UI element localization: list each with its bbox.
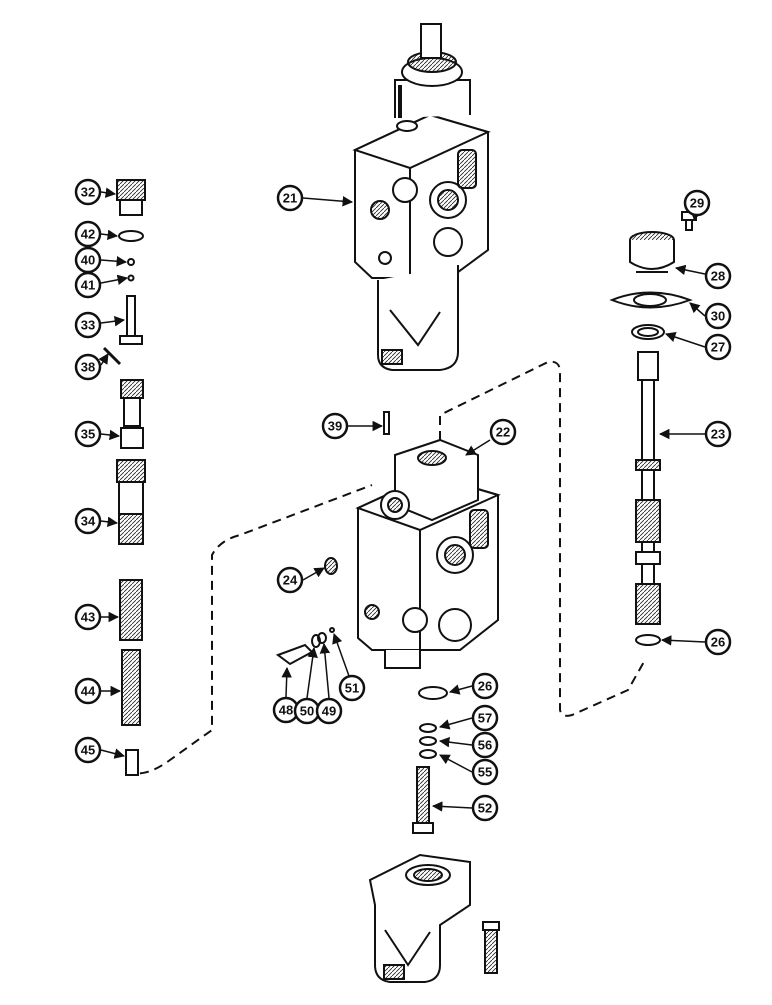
callout-51: 51	[338, 674, 366, 702]
valve-end-cover	[368, 853, 500, 983]
callout-34: 34	[74, 507, 102, 535]
valve-section-middle	[355, 438, 501, 669]
callout-49: 49	[315, 697, 343, 725]
small-middle-parts	[275, 411, 448, 834]
callout-text: 56	[478, 738, 492, 753]
callout-28: 28	[704, 262, 732, 290]
callout-text: 42	[81, 227, 95, 242]
callout-text: 32	[81, 185, 95, 200]
callout-text: 40	[81, 253, 95, 268]
callout-text: 45	[81, 743, 95, 758]
callout-text: 52	[478, 801, 492, 816]
callout-23: 23	[704, 420, 732, 448]
callout-57: 57	[471, 704, 499, 732]
callout-text: 29	[690, 196, 704, 211]
callout-text: 27	[711, 340, 725, 355]
callout-56: 56	[471, 731, 499, 759]
callout-text: 28	[711, 269, 725, 284]
callout-24: 24	[276, 566, 304, 594]
callout-text: 21	[283, 191, 297, 206]
callout-text: 39	[328, 419, 342, 434]
valve-body-top	[352, 23, 491, 371]
callout-text: 48	[279, 703, 293, 718]
callout-30: 30	[704, 302, 732, 330]
right-column-parts	[609, 211, 697, 646]
callout-text: 22	[496, 425, 510, 440]
callout-52: 52	[471, 794, 499, 822]
callout-text: 44	[81, 684, 96, 699]
callout-39: 39	[321, 412, 349, 440]
callout-labels: 32 42 40 41 33 38 35 34 43 44 45 21 39 2…	[74, 178, 732, 822]
callout-42: 42	[74, 220, 102, 248]
callout-text: 38	[81, 360, 95, 375]
callout-text: 51	[345, 681, 359, 696]
callout-text: 41	[81, 278, 95, 293]
callout-text: 43	[81, 610, 95, 625]
callout-text: 26	[711, 635, 725, 650]
callout-text: 24	[283, 573, 298, 588]
callout-33: 33	[74, 311, 102, 339]
callout-text: 50	[300, 704, 314, 719]
callout-text: 35	[81, 427, 95, 442]
callout-text: 23	[711, 427, 725, 442]
callout-44: 44	[74, 677, 102, 705]
callout-35: 35	[74, 420, 102, 448]
callout-26: 26	[704, 628, 732, 656]
callout-32: 32	[74, 178, 102, 206]
left-column-parts	[102, 179, 146, 776]
callout-text: 30	[711, 309, 725, 324]
callout-55: 55	[471, 758, 499, 786]
callout-40: 40	[74, 246, 102, 274]
callout-text: 26	[478, 679, 492, 694]
callout-26: 26	[471, 672, 499, 700]
callout-45: 45	[74, 736, 102, 764]
callout-29: 29	[683, 189, 711, 217]
callout-50: 50	[293, 697, 321, 725]
callout-38: 38	[74, 353, 102, 381]
callout-text: 49	[322, 704, 336, 719]
callout-27: 27	[704, 333, 732, 361]
callout-text: 55	[478, 765, 492, 780]
callout-text: 33	[81, 318, 95, 333]
callout-text: 57	[478, 711, 492, 726]
callout-41: 41	[74, 271, 102, 299]
callout-21: 21	[276, 184, 304, 212]
callout-22: 22	[489, 418, 517, 446]
dashed-guide-lines	[132, 360, 646, 775]
callout-text: 34	[81, 514, 96, 529]
callout-43: 43	[74, 603, 102, 631]
leader-lines	[98, 187, 706, 812]
